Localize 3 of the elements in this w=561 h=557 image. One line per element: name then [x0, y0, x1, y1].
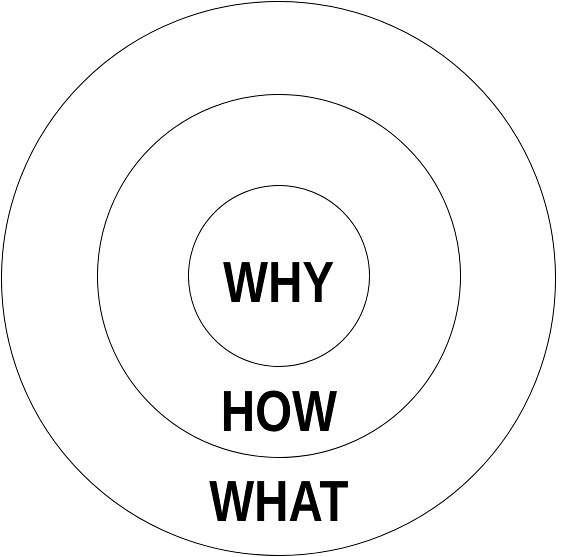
circle-label: WHY [224, 254, 334, 312]
circle-label: WHAT [208, 473, 348, 531]
circle-label: HOW [220, 383, 338, 441]
